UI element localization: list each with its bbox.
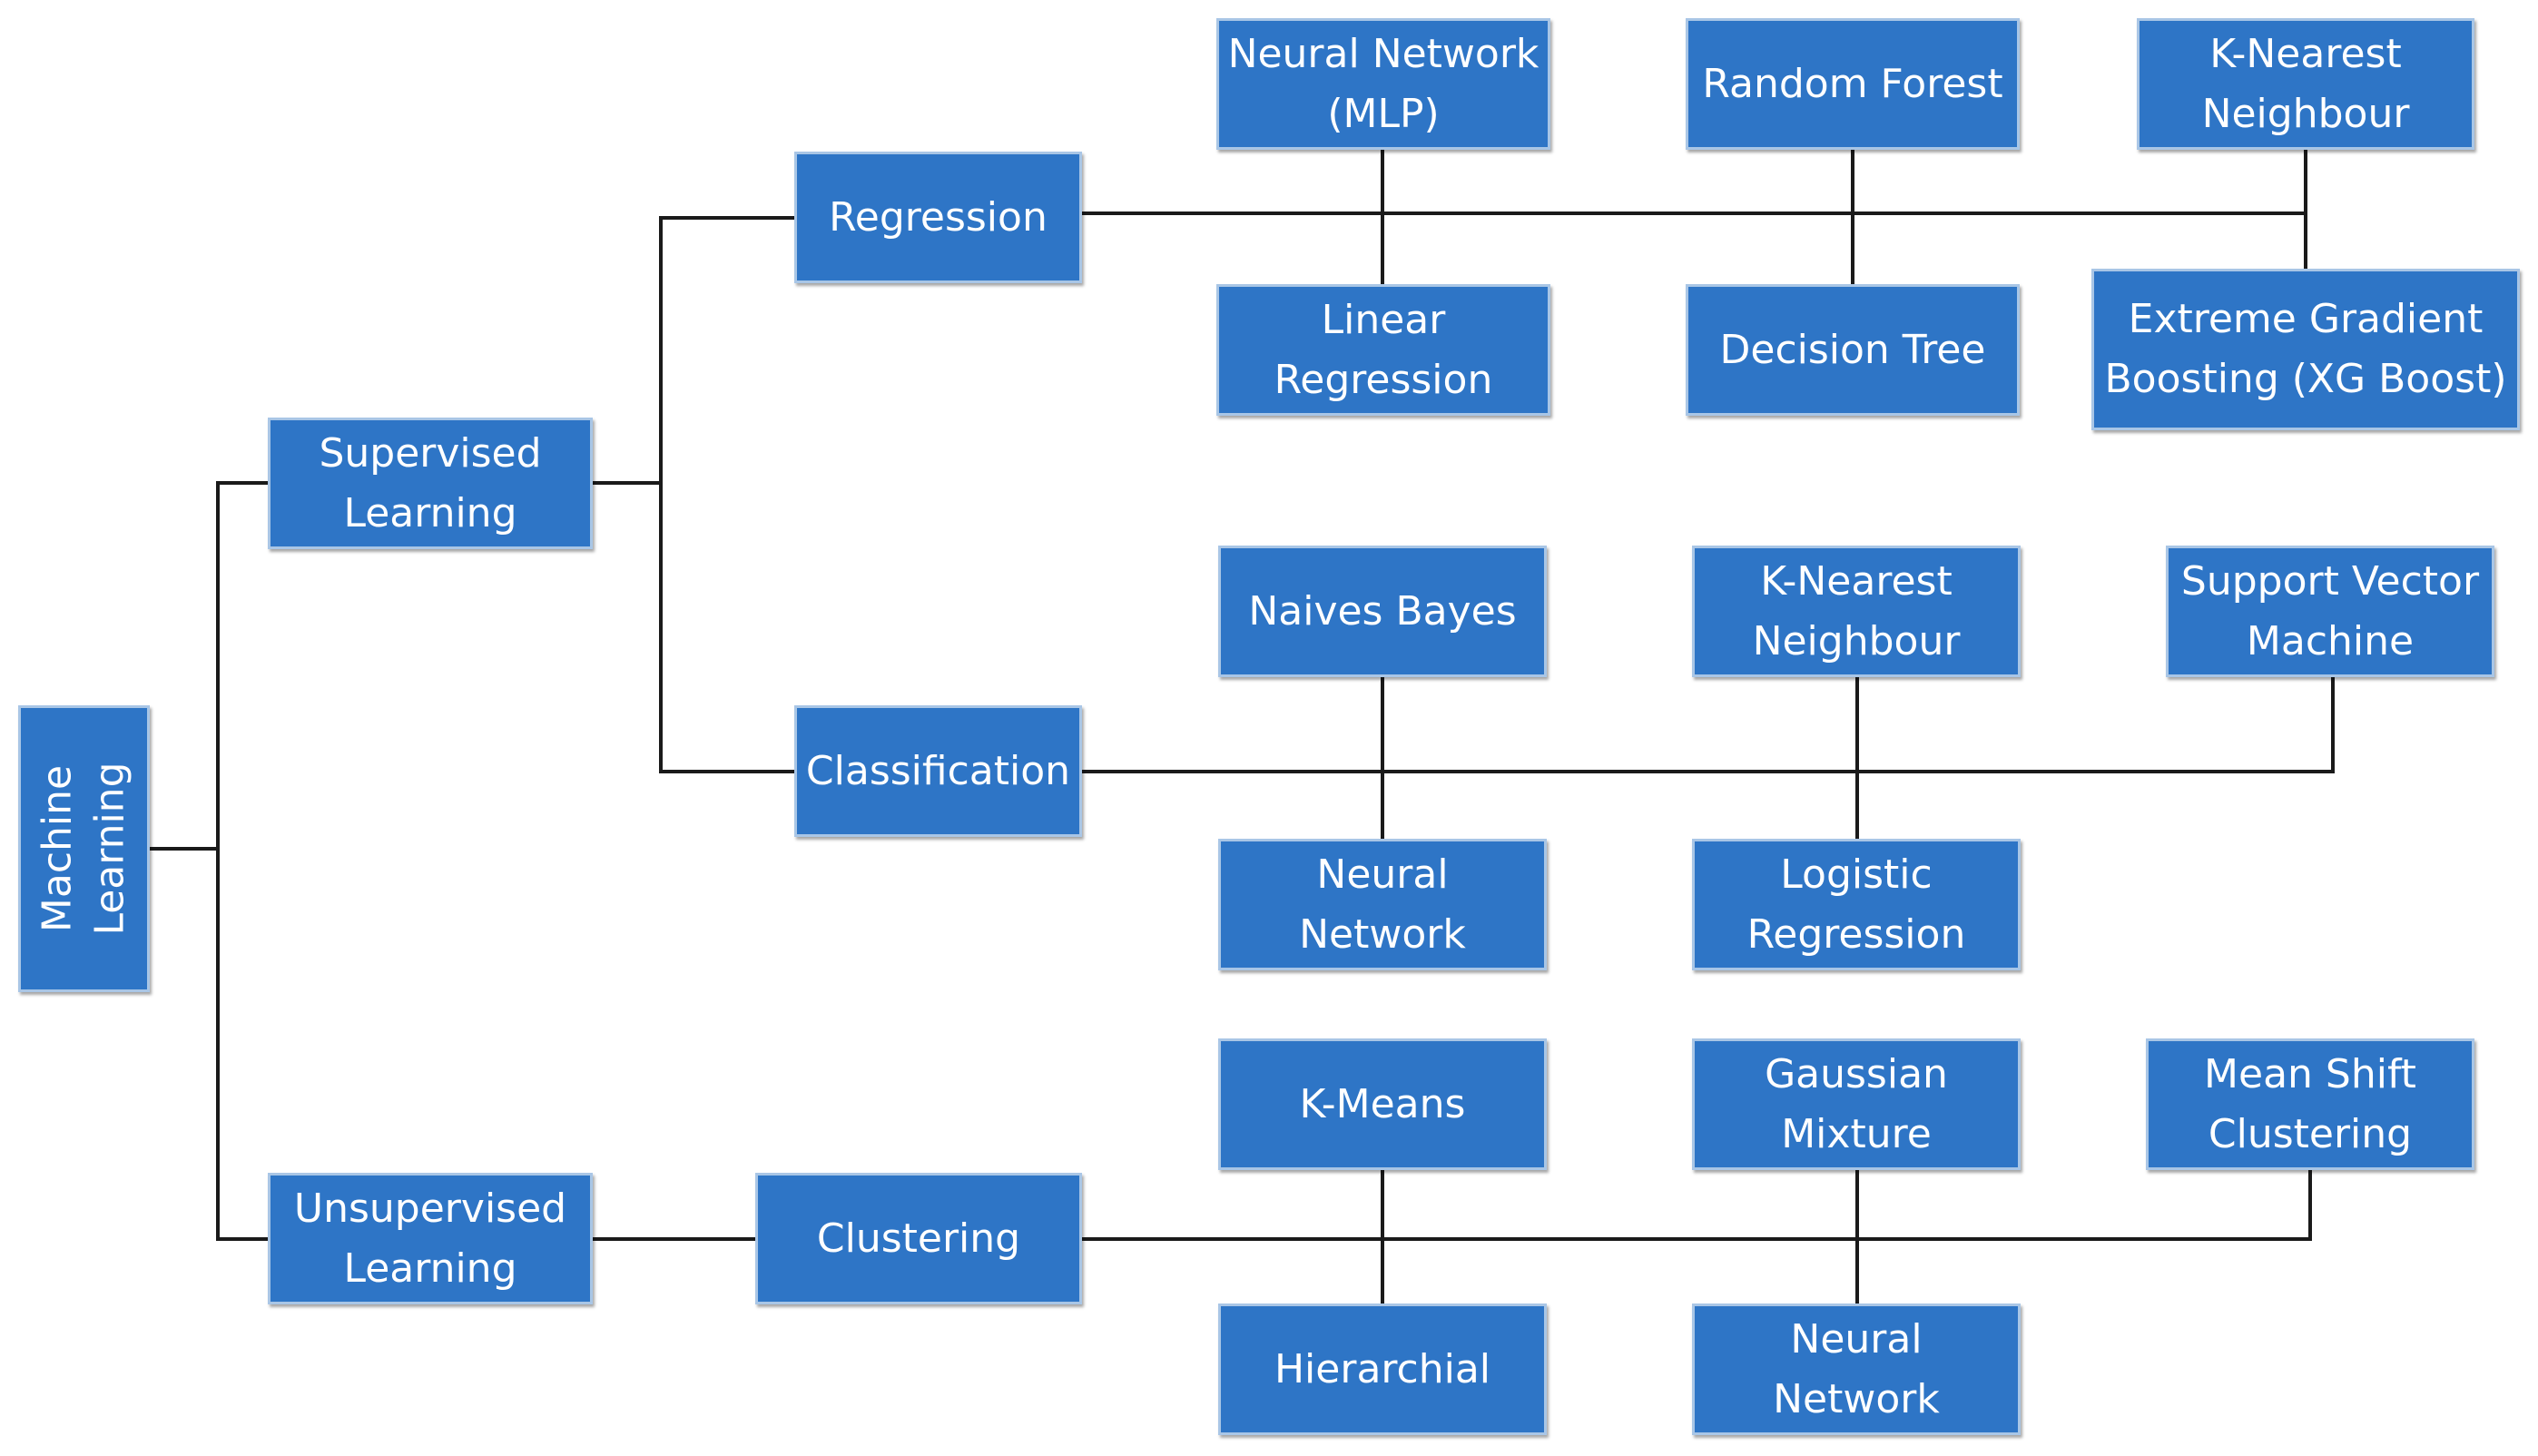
node-label: Neural Network: [1773, 1315, 1940, 1422]
node-classification: Classification: [794, 705, 1082, 837]
node-label: Unsupervised Learning: [293, 1185, 567, 1292]
node-supervised-learning: Supervised Learning: [268, 418, 593, 549]
node-decision-tree: Decision Tree: [1686, 284, 2020, 416]
node-label: Linear Regression: [1274, 296, 1493, 403]
node-label: Neural Network (MLP): [1227, 30, 1540, 137]
node-label: Supervised Learning: [319, 429, 542, 536]
node-neural-network-clustering: Neural Network: [1692, 1304, 2021, 1435]
node-label: Machine Learning: [34, 762, 133, 936]
node-linear-regression: Linear Regression: [1216, 284, 1550, 416]
node-xgboost: Extreme Gradient Boosting (XG Boost): [2091, 269, 2520, 430]
node-label: Support Vector Machine: [2180, 557, 2480, 664]
node-neural-network-classification: Neural Network: [1218, 839, 1547, 970]
node-k-means: K-Means: [1218, 1038, 1547, 1170]
node-gaussian-mixture: Gaussian Mixture: [1692, 1038, 2021, 1170]
node-label: Logistic Regression: [1746, 851, 1966, 958]
node-regression: Regression: [794, 152, 1082, 283]
node-support-vector-machine: Support Vector Machine: [2166, 546, 2494, 677]
node-label: Classification: [805, 747, 1071, 794]
node-label: Regression: [829, 193, 1048, 241]
node-label: Extreme Gradient Boosting (XG Boost): [2104, 296, 2507, 402]
node-label: Mean Shift Clustering: [2204, 1050, 2416, 1157]
node-label: Naives Bayes: [1248, 587, 1517, 635]
node-machine-learning: Machine Learning: [18, 705, 150, 992]
node-naives-bayes: Naives Bayes: [1218, 546, 1547, 677]
node-label: Hierarchial: [1274, 1345, 1491, 1392]
node-hierarchial: Hierarchial: [1218, 1304, 1547, 1435]
node-label: K-Nearest Neighbour: [2201, 30, 2410, 137]
node-label: Decision Tree: [1719, 326, 1986, 373]
node-label: Neural Network: [1299, 851, 1466, 958]
node-label: Random Forest: [1702, 60, 2003, 107]
node-label: K-Means: [1299, 1080, 1466, 1127]
node-logistic-regression: Logistic Regression: [1692, 839, 2021, 970]
node-clustering: Clustering: [755, 1173, 1082, 1304]
node-k-nearest-neighbour-classification: K-Nearest Neighbour: [1692, 546, 2021, 677]
node-neural-network-mlp: Neural Network (MLP): [1216, 18, 1550, 150]
node-label: Clustering: [816, 1215, 1021, 1262]
node-random-forest: Random Forest: [1686, 18, 2020, 150]
node-label: K-Nearest Neighbour: [1752, 557, 1961, 664]
node-mean-shift-clustering: Mean Shift Clustering: [2146, 1038, 2474, 1170]
node-unsupervised-learning: Unsupervised Learning: [268, 1173, 593, 1304]
node-label: Gaussian Mixture: [1765, 1050, 1948, 1157]
node-k-nearest-neighbour-regression: K-Nearest Neighbour: [2137, 18, 2474, 150]
